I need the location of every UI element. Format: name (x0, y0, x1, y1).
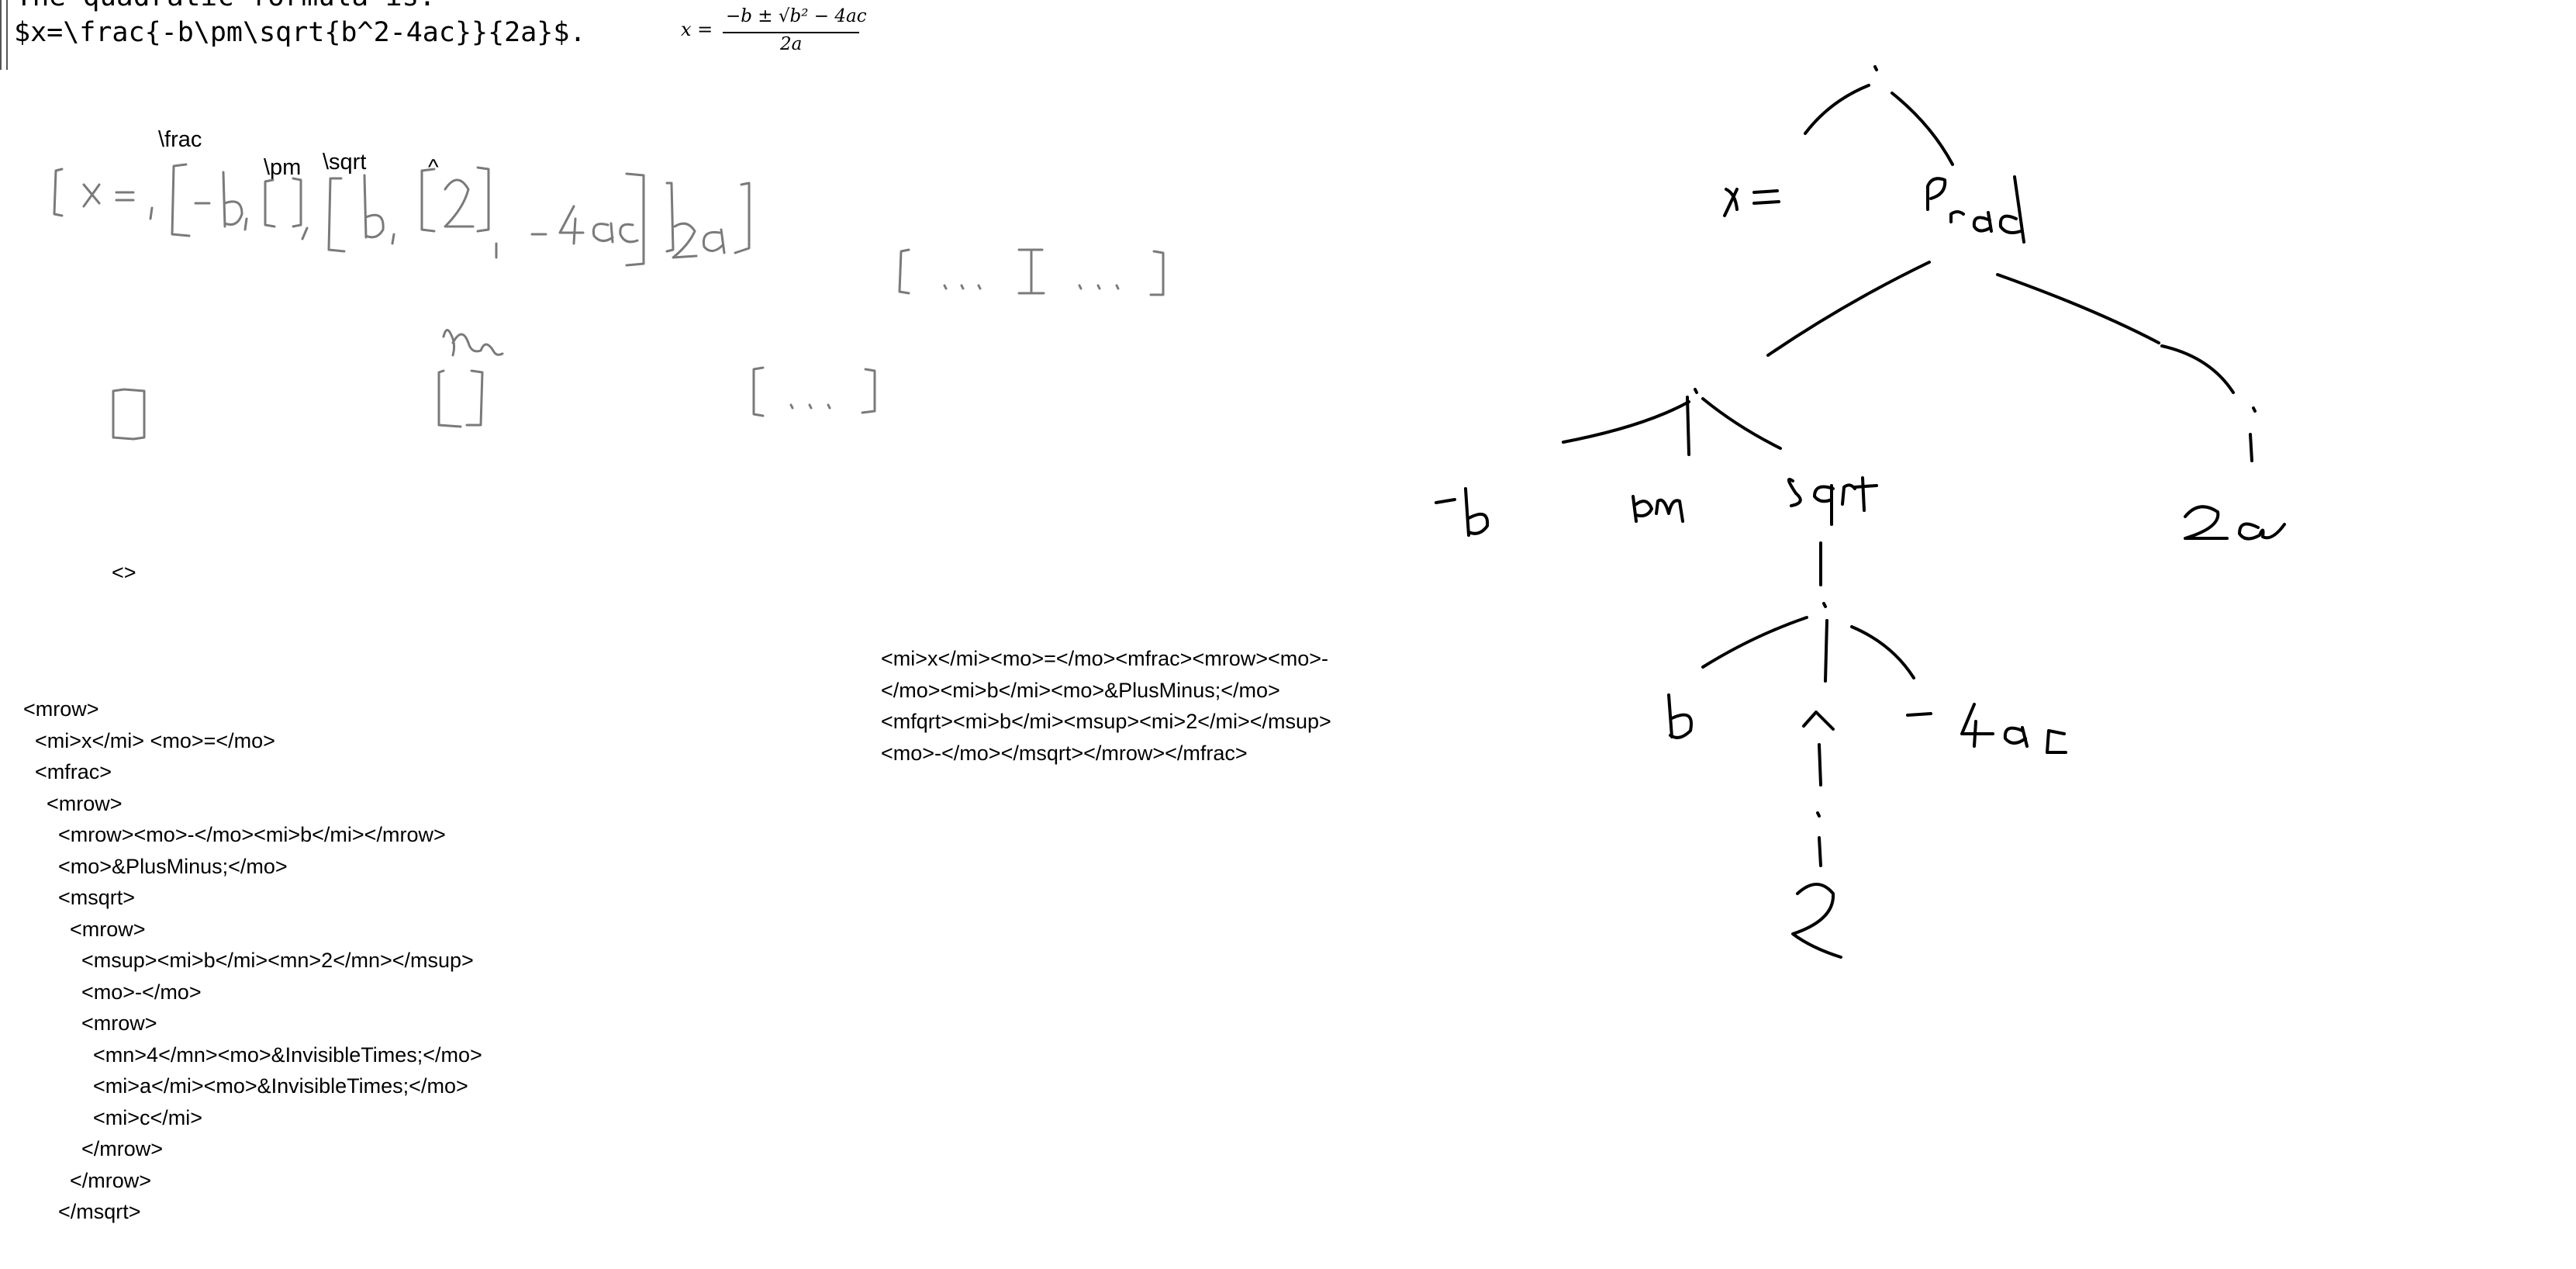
code-line: <mrow> (23, 697, 99, 721)
label-frac: \frac (158, 127, 202, 152)
code-line: <mn>4</mn><mo>&InvisibleTimes;</mo> (23, 1043, 482, 1067)
code-line: <mo>&PlusMinus;</mo> (23, 854, 288, 878)
code-line: </msqrt> (23, 1200, 141, 1223)
code-line: <mfrac> (23, 760, 112, 783)
label-pm: \pm (264, 155, 302, 180)
code-line: <mrow><mo>-</mo><mi>b</mi></mrow> (23, 823, 446, 846)
fraction-bar (723, 32, 859, 33)
rendered-numerator: −b ± √b² − 4ac (726, 6, 867, 26)
editor-line-2[interactable]: $x=\frac{-b\pm\sqrt{b^2-4ac}}{2a}$. (14, 17, 586, 48)
label-caret: ^ (428, 155, 439, 180)
editor-left-border (0, 0, 8, 70)
code-line: </mo><mi>b</mi><mo>&PlusMinus;</mo> (881, 678, 1280, 702)
code-line: <msup><mi>b</mi><mn>2</mn></msup> (23, 949, 474, 972)
code-line: <mi>a</mi><mo>&InvisibleTimes;</mo> (23, 1074, 468, 1098)
code-line: <mrow> (23, 791, 123, 815)
code-line: </mrow> (23, 1137, 164, 1160)
rendered-lhs: x = (681, 19, 713, 40)
code-line: <mo>-</mo> (23, 980, 202, 1004)
code-line: <mo>-</mo></msqrt></mrow></mfrac> (881, 741, 1248, 765)
editor-line-1[interactable]: The quadratic formula is: (16, 0, 436, 11)
code-line: <mfqrt><mi>b</mi><msup><mi>2</mi></msup> (881, 710, 1331, 733)
label-angle-brackets: <> (112, 561, 136, 584)
code-line: </mrow> (23, 1168, 152, 1192)
code-line: <mrow> (23, 917, 146, 941)
code-line: <mi>x</mi><mo>=</mo><mfrac><mrow><mo>- (881, 647, 1329, 670)
code-line: <mrow> (23, 1011, 157, 1035)
code-line: <mi>x</mi> <mo>=</mo> (23, 728, 275, 752)
label-sqrt: \sqrt (323, 150, 367, 175)
code-line: <mi>c</mi> (23, 1105, 203, 1129)
code-line: <msqrt> (23, 886, 136, 909)
rendered-denominator: 2a (780, 34, 803, 54)
